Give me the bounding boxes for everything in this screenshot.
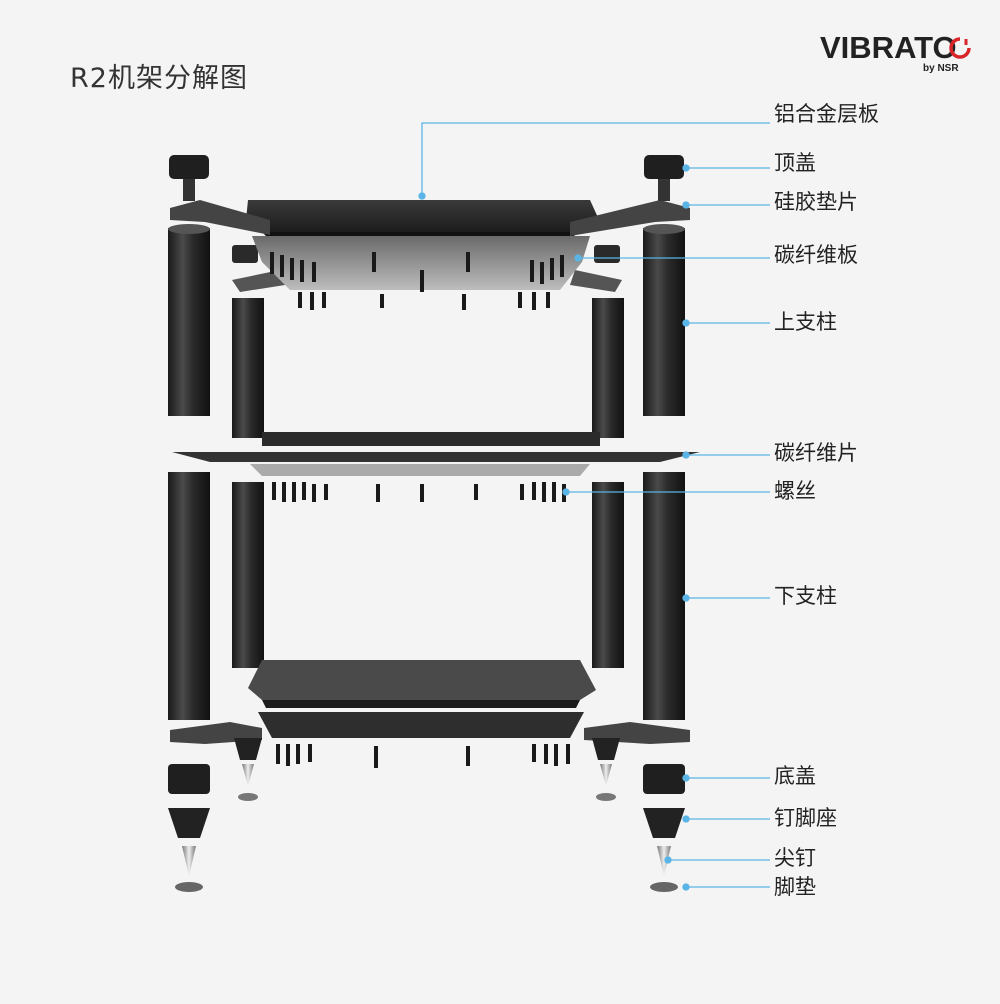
- brand-name: VIBRATO: [820, 30, 957, 65]
- front-right-foot-set: [643, 764, 685, 892]
- top-cap-right: [644, 155, 684, 201]
- back-left-spike-set: [234, 738, 262, 801]
- brand-logo: VIBRATO by NSR: [820, 30, 971, 80]
- bottom-screws: [276, 744, 570, 768]
- front-left-upper-column: [168, 224, 210, 416]
- middle-screws: [272, 482, 566, 502]
- brand-tagline: by NSR: [923, 63, 959, 74]
- top-silicone-brackets: [170, 200, 690, 292]
- bottom-aluminum-plate: [170, 660, 690, 744]
- label-foot-pad: 脚垫: [774, 875, 816, 899]
- front-left-lower-column: [168, 472, 210, 720]
- power-ring-icon: [949, 37, 971, 59]
- label-carbon-board: 碳纤维板: [774, 243, 858, 267]
- label-carbon-sheet: 碳纤维片: [774, 441, 858, 465]
- top-cap-left: [169, 155, 209, 201]
- top-screws: [270, 252, 564, 310]
- front-right-lower-column: [643, 472, 685, 720]
- label-silicone-pad: 硅胶垫片: [774, 190, 858, 214]
- top-carbon-board: [252, 236, 590, 290]
- back-right-spike-set: [592, 738, 620, 801]
- label-bottom-cap: 底盖: [774, 764, 816, 788]
- label-lower-column: 下支柱: [774, 584, 837, 608]
- back-right-upper-column: [592, 245, 624, 438]
- label-upper-column: 上支柱: [774, 310, 837, 334]
- front-right-upper-column: [643, 224, 685, 416]
- middle-aluminum-plate: [172, 432, 700, 476]
- label-aluminum-panel: 铝合金层板: [774, 102, 879, 126]
- front-left-foot-set: [168, 764, 210, 892]
- top-aluminum-plate: [246, 200, 600, 240]
- back-right-lower-column: [592, 482, 624, 668]
- back-left-lower-column: [232, 482, 264, 668]
- callout-lines: [418, 122, 770, 891]
- label-spike: 尖钉: [774, 846, 816, 870]
- back-left-upper-column: [232, 245, 264, 438]
- page-title: R2机架分解图: [70, 63, 248, 94]
- label-screw: 螺丝: [774, 479, 816, 503]
- label-top-cap: 顶盖: [774, 151, 816, 175]
- label-spike-base: 钉脚座: [774, 806, 837, 830]
